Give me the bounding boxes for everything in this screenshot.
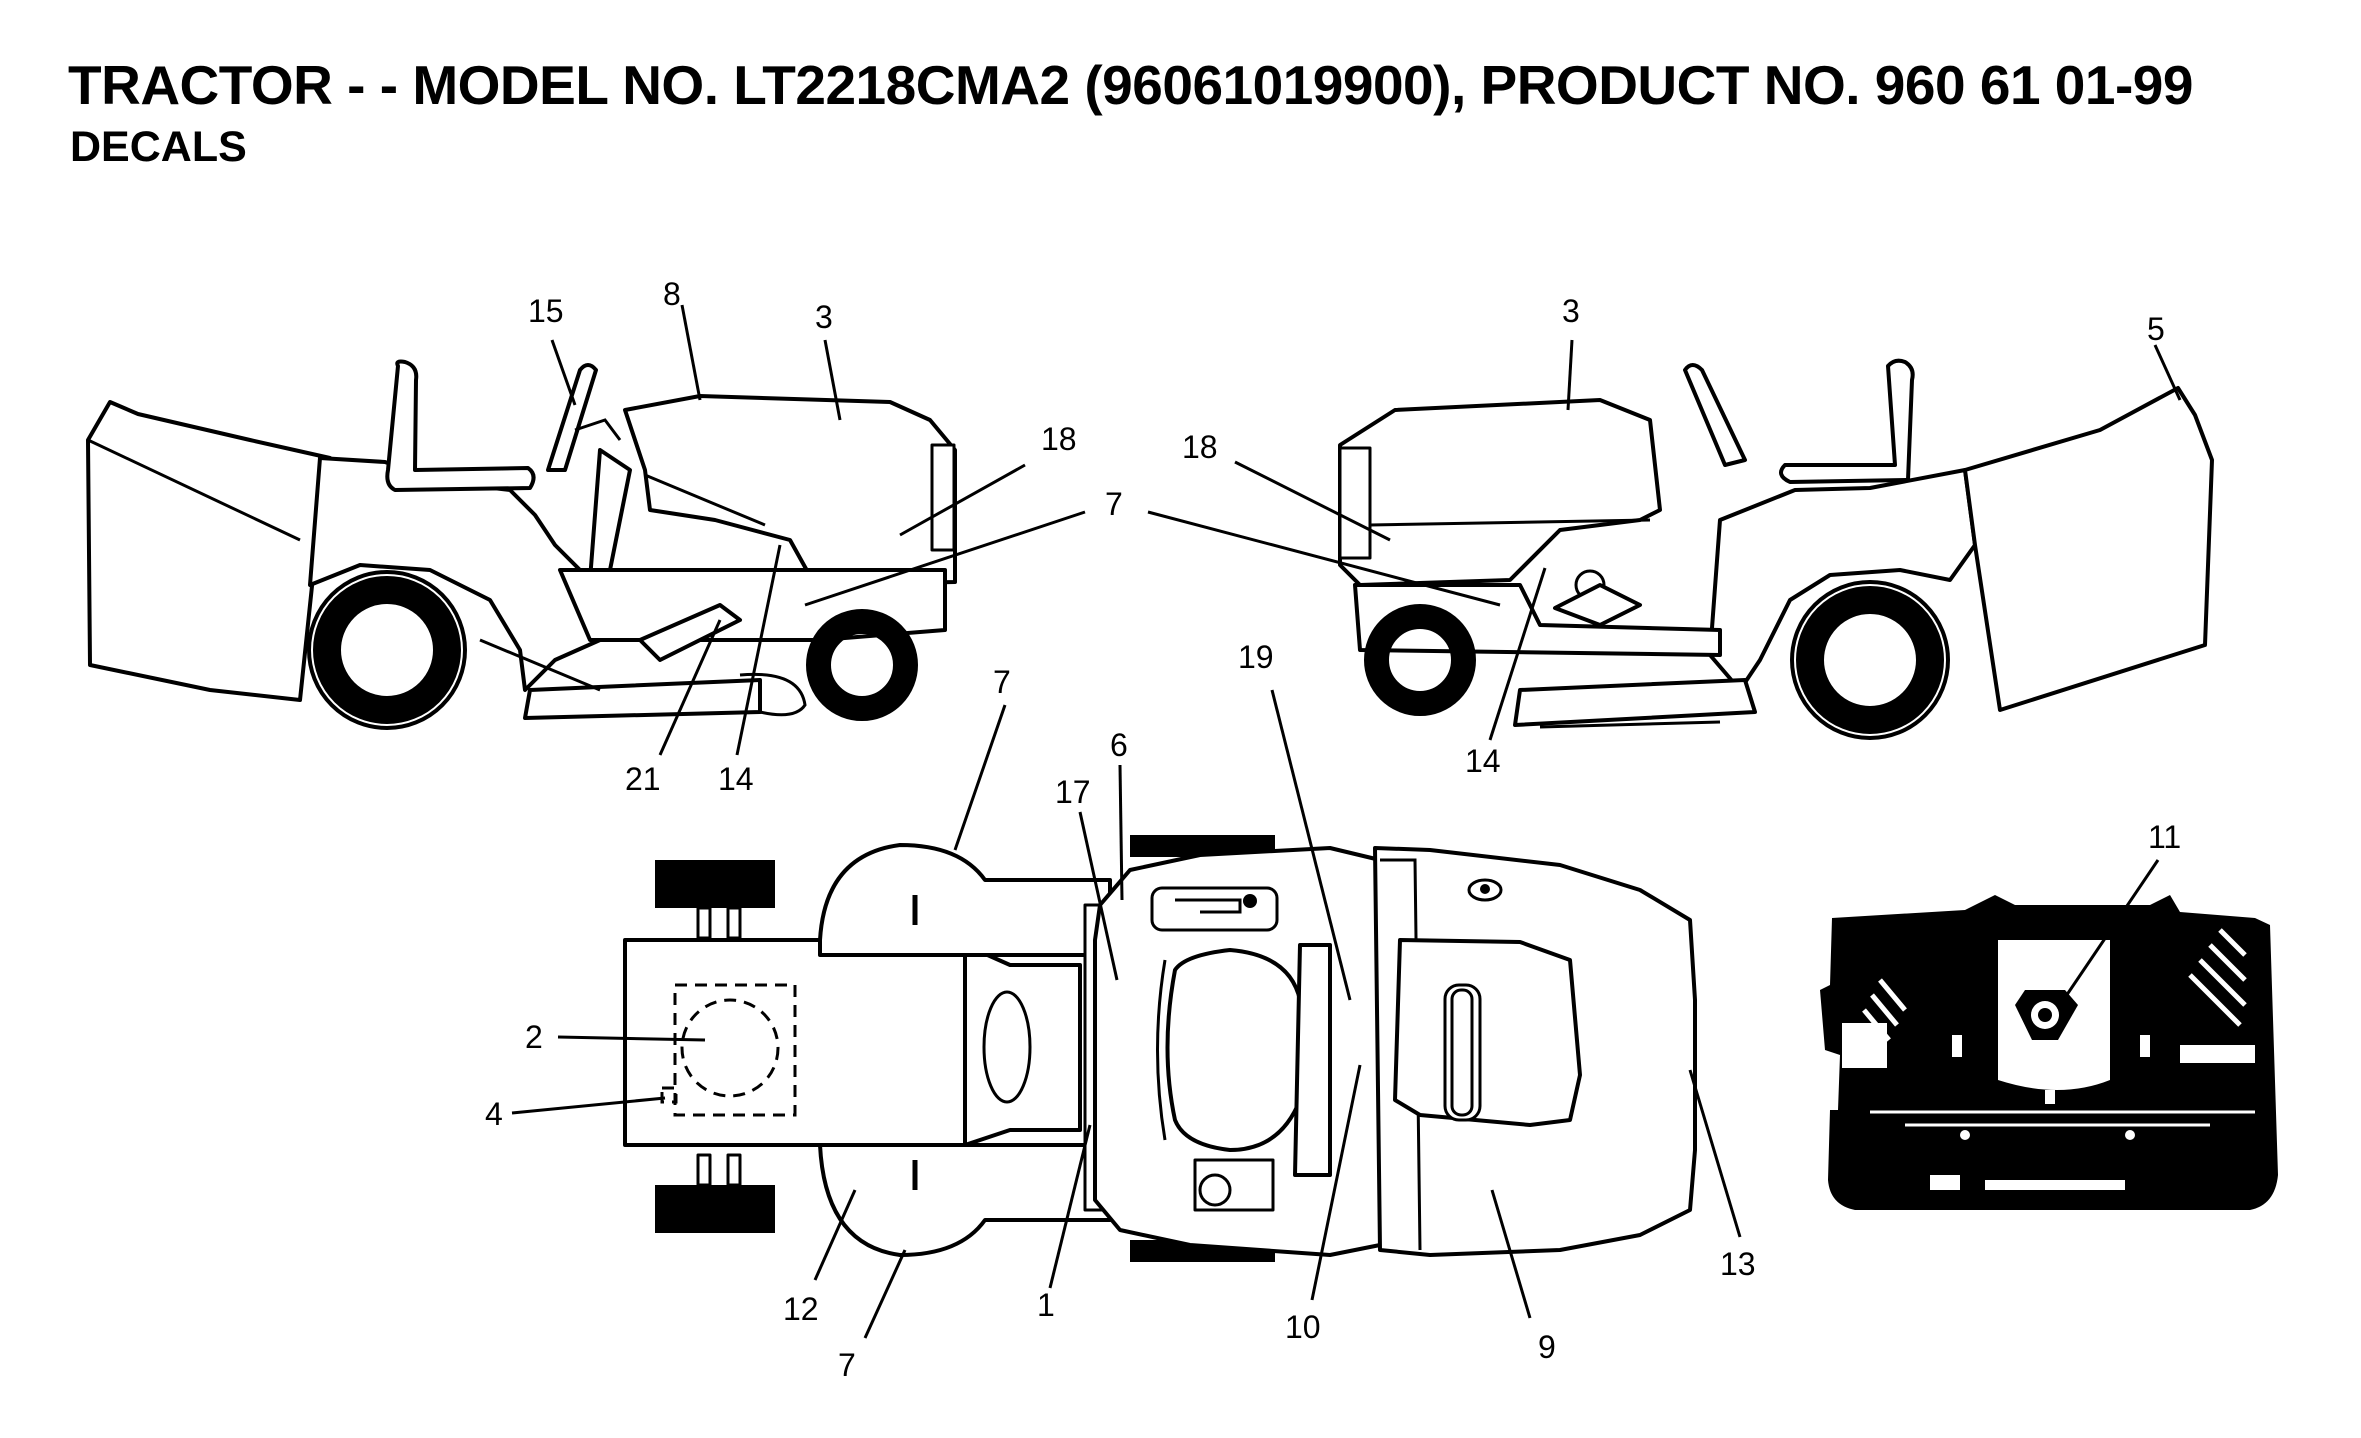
callout-left-8: 8 — [663, 276, 681, 312]
callout-dash-11: 11 — [2148, 819, 2181, 855]
callout-top-12: 12 — [783, 1291, 819, 1327]
callout-top-4: 4 — [485, 1096, 503, 1132]
dash-panel-view — [1820, 895, 2278, 1210]
callout-left-3: 3 — [815, 299, 833, 335]
steering-wheel-left — [546, 363, 598, 472]
page-title: TRACTOR - - MODEL NO. LT2218CMA2 (960610… — [68, 54, 2193, 116]
callout-left-15: 15 — [528, 293, 564, 329]
callout-labels: 15 8 3 18 7 21 14 3 5 18 14 7 6 17 19 2 … — [485, 276, 2181, 1383]
tractor-right-side-view — [1338, 358, 2214, 740]
seat-right — [1779, 358, 1915, 484]
seat-left — [385, 359, 536, 492]
callout-right-3: 3 — [1562, 293, 1580, 329]
rear-wheel-left — [313, 576, 461, 724]
callout-top-19: 19 — [1238, 639, 1274, 675]
callout-top-1: 1 — [1037, 1287, 1055, 1323]
rear-wheel-right — [1796, 586, 1944, 734]
callout-right-5: 5 — [2147, 311, 2165, 347]
callout-right-18: 18 — [1182, 429, 1218, 465]
seat-top — [1165, 948, 1307, 1152]
callout-top-10: 10 — [1285, 1309, 1321, 1345]
hood-right — [1338, 398, 1662, 587]
rear-fender-top-upper — [818, 843, 1112, 957]
tractor-left-side-view — [86, 359, 957, 730]
front-wheel-left — [809, 612, 915, 718]
callout-left-21: 21 — [625, 761, 661, 797]
callout-right-14: 14 — [1465, 743, 1501, 779]
callout-top-2: 2 — [525, 1019, 543, 1055]
callout-top-7a: 7 — [993, 664, 1011, 700]
callout-top-9: 9 — [1538, 1329, 1556, 1365]
mower-deck-right — [1513, 678, 1757, 727]
callout-top-13: 13 — [1720, 1246, 1756, 1282]
callout-top-6: 6 — [1110, 727, 1128, 763]
callout-top-7b: 7 — [838, 1347, 856, 1383]
page-subtitle: DECALS — [70, 123, 247, 171]
callout-left-18: 18 — [1041, 421, 1077, 457]
callout-top-17: 17 — [1055, 774, 1091, 810]
decal-area-2 — [673, 983, 797, 1117]
grass-bag-right — [1963, 386, 2214, 712]
front-wheel-right — [1367, 607, 1473, 713]
callout-left-14: 14 — [718, 761, 754, 797]
mower-deck-left — [523, 678, 762, 720]
grass-bag-left — [86, 400, 338, 702]
leader-lines — [511, 304, 2182, 1339]
hood-left — [623, 394, 957, 587]
rear-tire-bottom — [655, 1185, 775, 1233]
rear-tire-top — [655, 860, 775, 908]
tractor-top-view — [623, 835, 1697, 1262]
grass-bag-top — [623, 938, 967, 1147]
steering-wheel-right — [1683, 363, 1747, 467]
callout-left-7: 7 — [1105, 486, 1123, 522]
rear-fender-top-lower — [818, 1143, 1112, 1257]
